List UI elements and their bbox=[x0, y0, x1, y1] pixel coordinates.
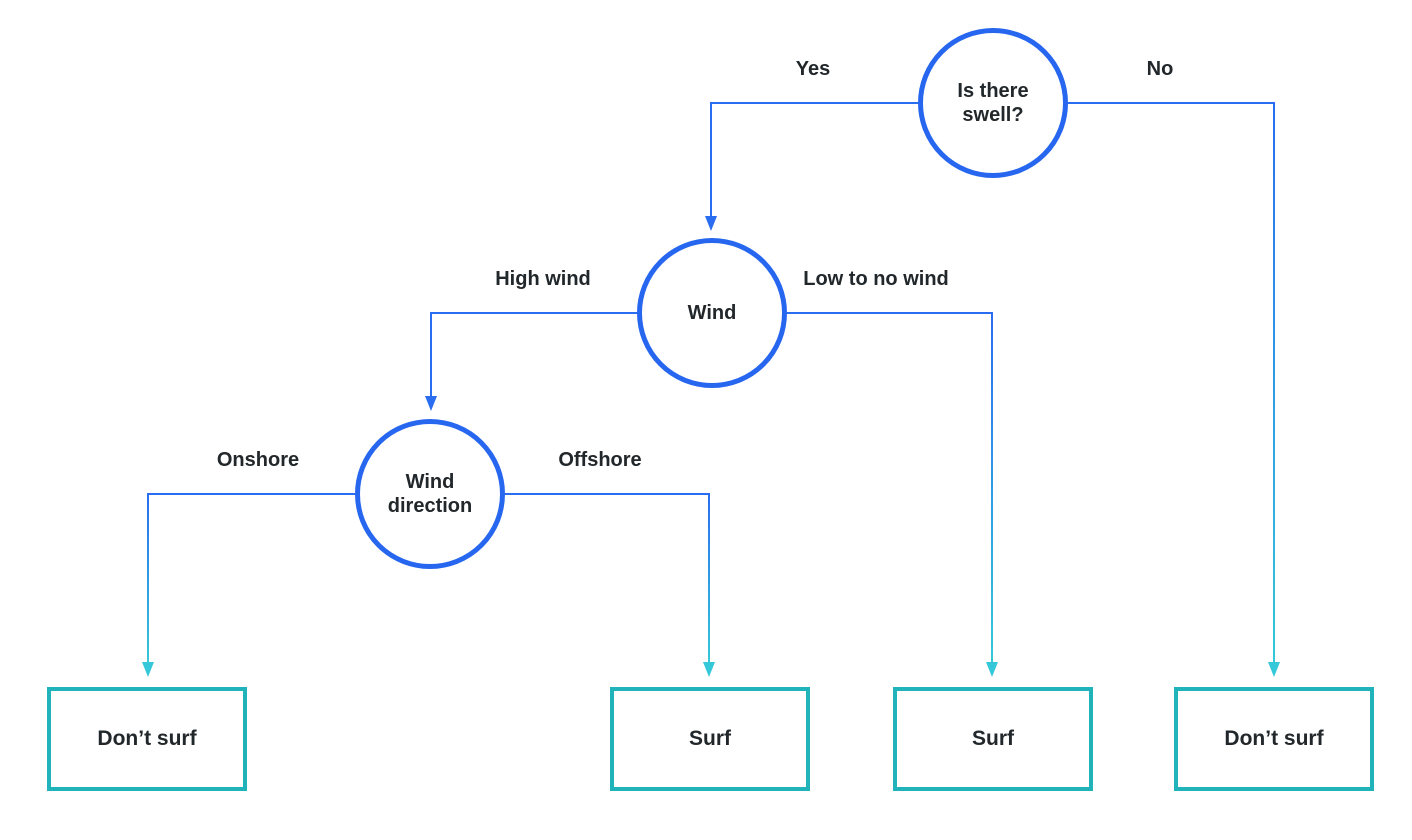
edge-yes-vline bbox=[710, 102, 712, 216]
edge-label-onshore: Onshore bbox=[216, 449, 300, 471]
edge-label-low-wind: Low to no wind bbox=[803, 268, 949, 290]
arrow-down-icon bbox=[142, 662, 154, 677]
edge-low-wind-hline bbox=[787, 312, 993, 314]
edge-offshore-hline bbox=[505, 493, 710, 495]
node-wind-direction: Wind direction bbox=[355, 419, 505, 569]
arrow-down-icon bbox=[703, 662, 715, 677]
edge-low-wind-vline bbox=[991, 312, 993, 662]
node-label: Wind bbox=[687, 302, 737, 324]
edge-label-no: No bbox=[1146, 58, 1174, 80]
node-is-there-swell: Is there swell? bbox=[918, 28, 1068, 178]
arrow-down-icon bbox=[425, 396, 437, 411]
edge-no-hline bbox=[1068, 102, 1275, 104]
edge-yes-hline bbox=[710, 102, 918, 104]
edge-onshore-vline bbox=[147, 493, 149, 662]
edge-no-vline bbox=[1273, 102, 1275, 662]
outcome-surf-2: Surf bbox=[893, 687, 1093, 791]
edge-high-wind-vline bbox=[430, 312, 432, 396]
edge-label-yes: Yes bbox=[795, 58, 831, 80]
edge-label-offshore: Offshore bbox=[558, 449, 642, 471]
edge-offshore-vline bbox=[708, 493, 710, 662]
node-label: Wind direction bbox=[387, 471, 473, 517]
node-wind: Wind bbox=[637, 238, 787, 388]
edge-high-wind-hline bbox=[430, 312, 637, 314]
node-label: Is there swell? bbox=[957, 80, 1029, 126]
edge-label-high-wind: High wind bbox=[495, 268, 591, 290]
outcome-surf-1: Surf bbox=[610, 687, 810, 791]
arrow-down-icon bbox=[705, 216, 717, 231]
outcome-dont-surf-2: Don’t surf bbox=[1174, 687, 1374, 791]
arrow-down-icon bbox=[986, 662, 998, 677]
edge-onshore-hline bbox=[147, 493, 355, 495]
arrow-down-icon bbox=[1268, 662, 1280, 677]
outcome-dont-surf-1: Don’t surf bbox=[47, 687, 247, 791]
